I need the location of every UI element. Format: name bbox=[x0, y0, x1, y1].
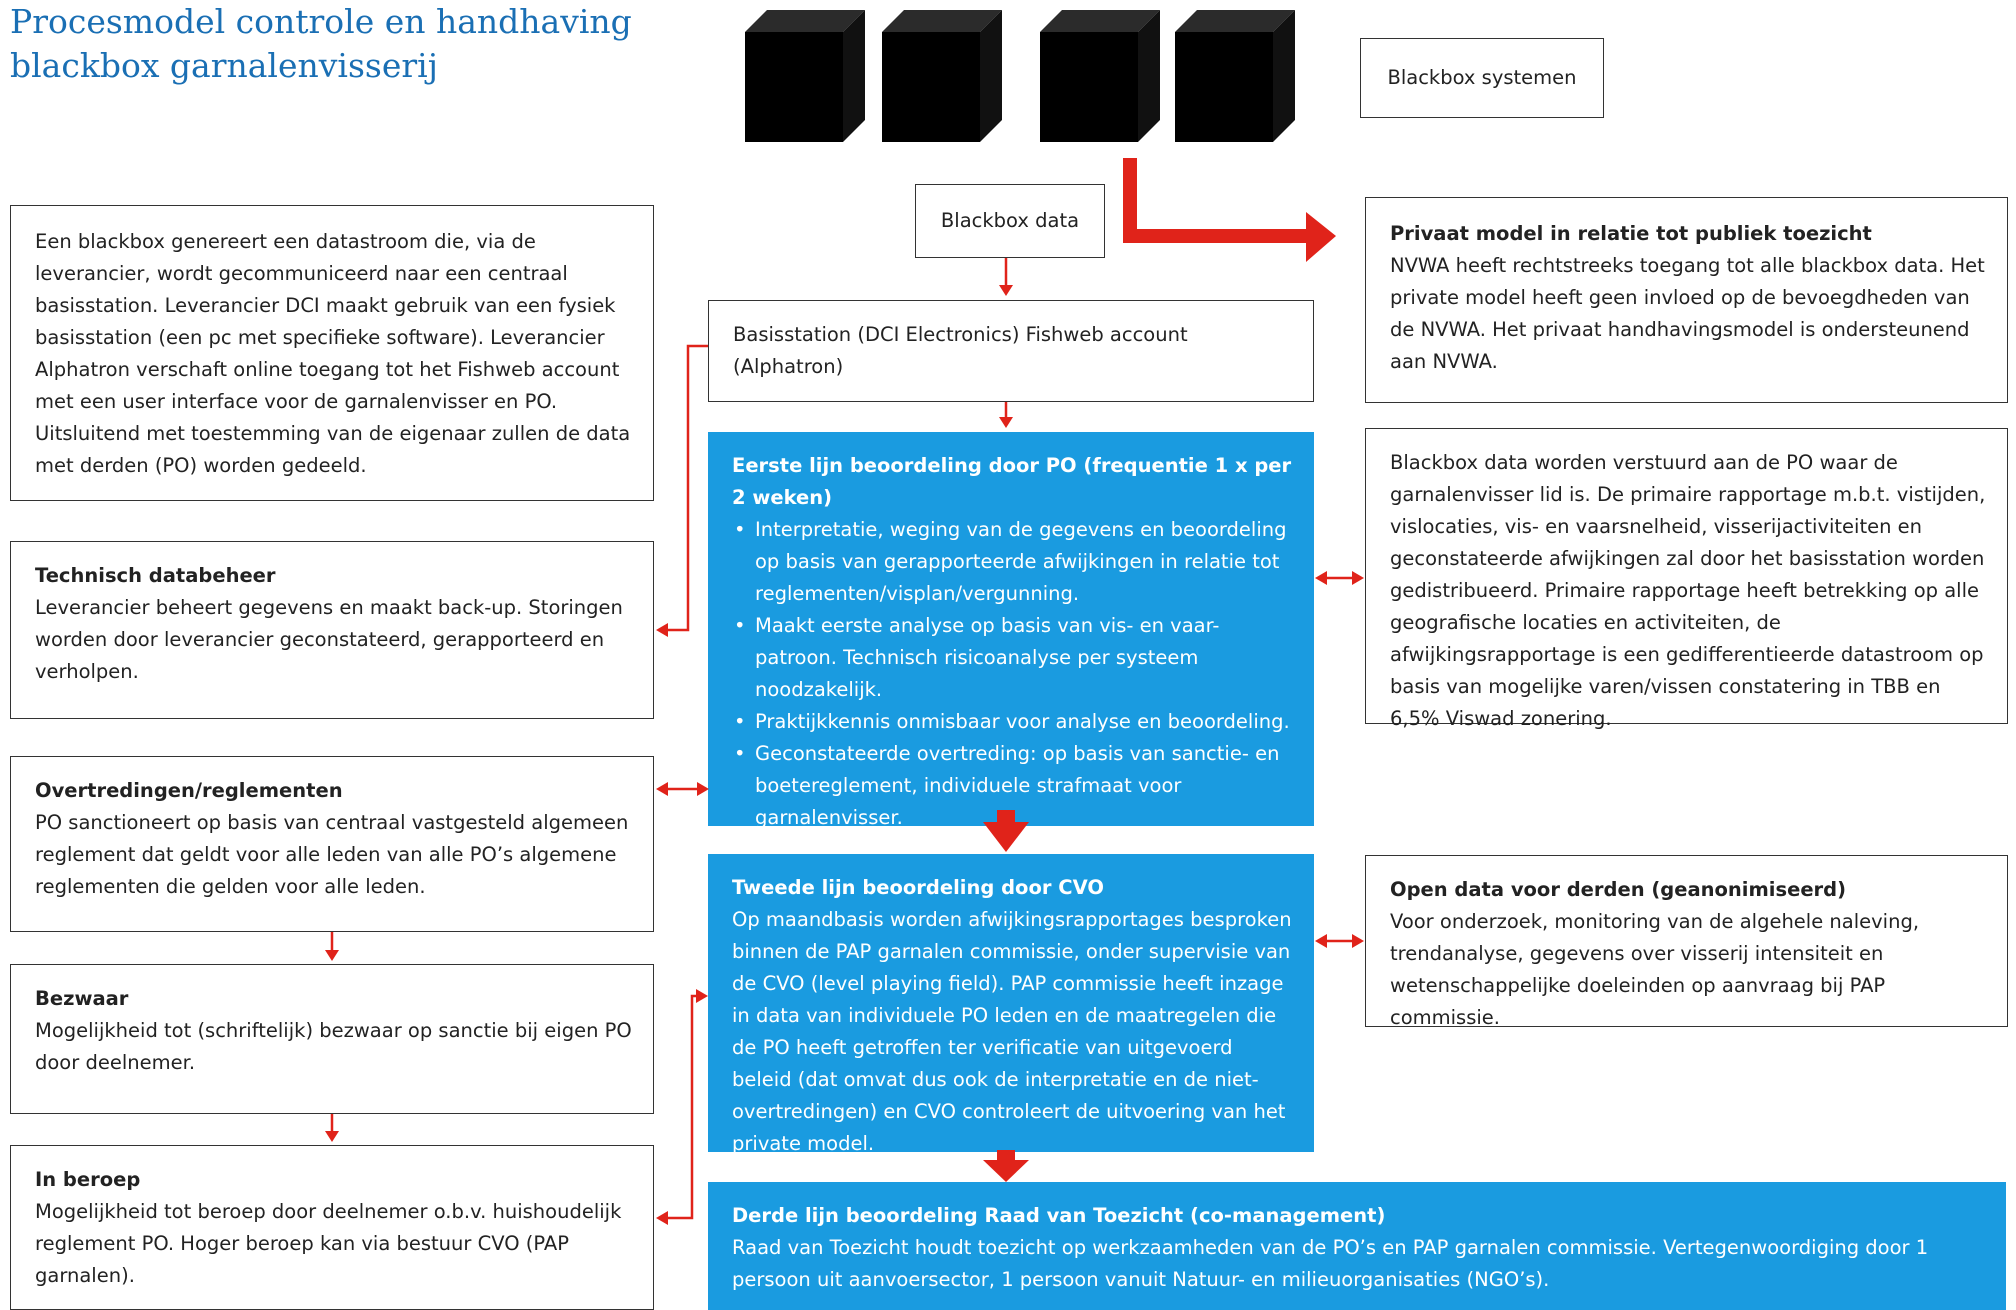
tweede-lijn-text: Op maandbasis worden afwijkingsrapportag… bbox=[732, 908, 1292, 1155]
blackbox-cube-icon bbox=[745, 10, 865, 142]
intro-box: Een blackbox genereert een datastroom di… bbox=[10, 205, 654, 501]
overtredingen-text: PO sanctioneert op basis van centraal va… bbox=[35, 811, 629, 898]
versturen-box: Blackbox data worden verstuurd aan de PO… bbox=[1365, 428, 2008, 730]
basisstation-label: Basisstation (DCI Electronics) Fishweb a… bbox=[733, 323, 1188, 378]
privaat-model-box: Privaat model in relatie tot publiek toe… bbox=[1365, 197, 2008, 403]
privaat-heading: Privaat model in relatie tot publiek toe… bbox=[1390, 222, 1872, 245]
beroep-text: Mogelijkheid tot beroep door deelnemer o… bbox=[35, 1200, 622, 1287]
list-item: Praktijkkennis onmisbaar voor analyse en… bbox=[732, 706, 1294, 738]
blackbox-cube-icon bbox=[882, 10, 1002, 142]
open-data-box: Open data voor derden (geanonimiseerd) V… bbox=[1365, 855, 2008, 1029]
legend-blackbox-systemen: Blackbox systemen bbox=[1360, 38, 1604, 118]
derde-lijn-box: Derde lijn beoordeling Raad van Toezicht… bbox=[708, 1182, 2006, 1310]
derde-lijn-heading: Derde lijn beoordeling Raad van Toezicht… bbox=[732, 1204, 1386, 1227]
beroep-heading: In beroep bbox=[35, 1168, 141, 1191]
list-item: Geconstateerde overtreding: op basis van… bbox=[732, 738, 1294, 834]
eerste-lijn-list: Interpretatie, weging van de gegevens en… bbox=[732, 514, 1294, 834]
versturen-text: Blackbox data worden verstuurd aan de PO… bbox=[1390, 451, 1986, 730]
bezwaar-heading: Bezwaar bbox=[35, 987, 129, 1010]
blackbox-cube-icon bbox=[1040, 10, 1160, 142]
databeheer-text: Leverancier beheert gegevens en maakt ba… bbox=[35, 596, 623, 683]
tweede-lijn-heading: Tweede lijn beoordeling door CVO bbox=[732, 876, 1104, 899]
blackbox-cube-icon bbox=[1175, 10, 1295, 142]
overtredingen-box: Overtredingen/reglementen PO sanctioneer… bbox=[10, 756, 654, 932]
page-title: Procesmodel controle en handhaving black… bbox=[10, 2, 632, 85]
legend-label: Blackbox systemen bbox=[1387, 66, 1577, 89]
derde-lijn-text: Raad van Toezicht houdt toezicht op werk… bbox=[732, 1236, 1929, 1291]
databeheer-box: Technisch databeheer Leverancier beheert… bbox=[10, 541, 654, 719]
privaat-text: NVWA heeft rechtstreeks toegang tot alle… bbox=[1390, 254, 1985, 373]
beroep-box: In beroep Mogelijkheid tot beroep door d… bbox=[10, 1145, 654, 1310]
open-data-text: Voor onderzoek, monitoring van de algehe… bbox=[1390, 910, 1920, 1029]
databeheer-heading: Technisch databeheer bbox=[35, 564, 276, 587]
bezwaar-text: Mogelijkheid tot (schriftelijk) bezwaar … bbox=[35, 1019, 632, 1074]
list-item: Maakt eerste analyse op basis van vis- e… bbox=[732, 610, 1294, 706]
eerste-lijn-heading: Eerste lijn beoordeling door PO (frequen… bbox=[732, 454, 1292, 509]
intro-text: Een blackbox genereert een datastroom di… bbox=[35, 230, 631, 477]
tweede-lijn-box: Tweede lijn beoordeling door CVO Op maan… bbox=[708, 854, 1314, 1155]
overtredingen-heading: Overtredingen/reglementen bbox=[35, 779, 343, 802]
blackbox-data-label: Blackbox data bbox=[940, 209, 1080, 232]
bezwaar-box: Bezwaar Mogelijkheid tot (schriftelijk) … bbox=[10, 964, 654, 1114]
list-item: Interpretatie, weging van de gegevens en… bbox=[732, 514, 1294, 610]
basisstation-node: Basisstation (DCI Electronics) Fishweb a… bbox=[708, 300, 1314, 402]
open-data-heading: Open data voor derden (geanonimiseerd) bbox=[1390, 878, 1847, 901]
blackbox-data-node: Blackbox data bbox=[915, 184, 1105, 258]
eerste-lijn-box: Eerste lijn beoordeling door PO (frequen… bbox=[708, 432, 1314, 829]
